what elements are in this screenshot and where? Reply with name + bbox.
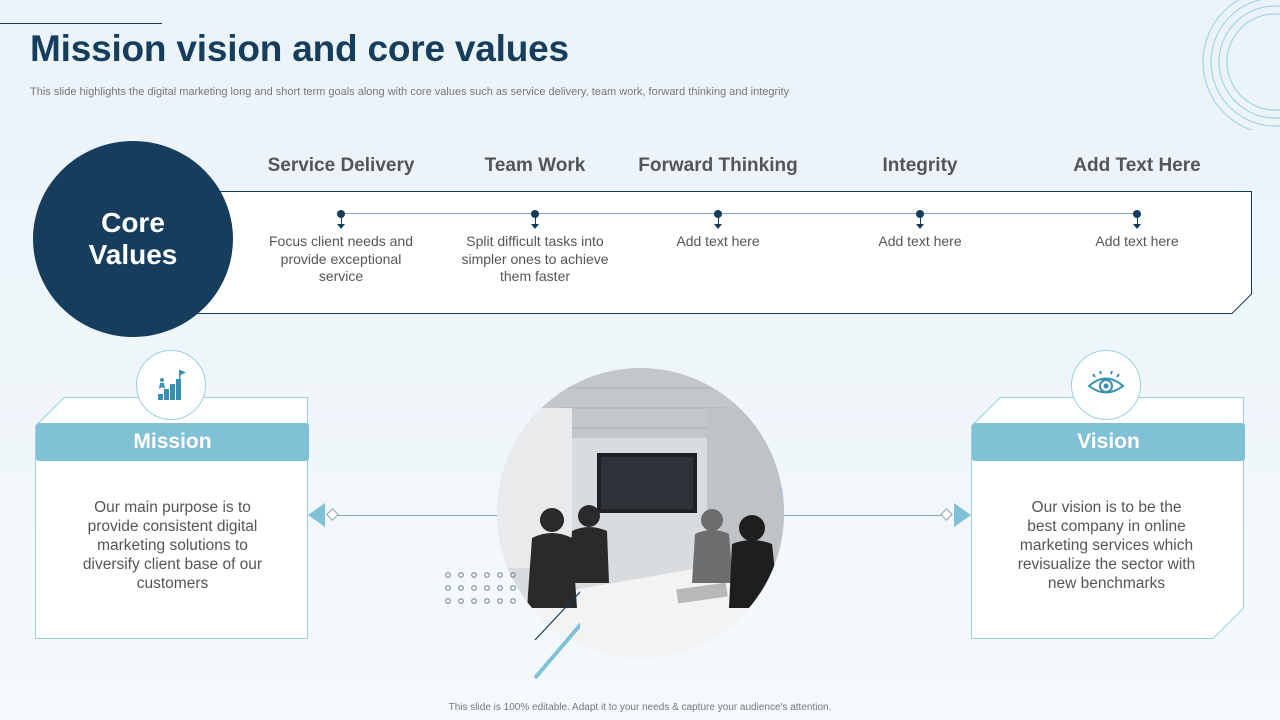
mission-pointer-triangle bbox=[308, 503, 325, 527]
vision-title: Vision bbox=[1077, 430, 1140, 453]
core-value-item: Forward Thinking Add text here bbox=[618, 155, 818, 251]
vision-connector-diamond bbox=[940, 508, 953, 521]
core-value-heading: Integrity bbox=[882, 155, 958, 176]
vision-icon-circle bbox=[1071, 350, 1141, 420]
page-subtitle: This slide highlights the digital market… bbox=[30, 86, 790, 98]
core-value-text: Add text here bbox=[676, 233, 760, 249]
core-value-text: Focus client needs and provide exception… bbox=[269, 233, 413, 284]
timeline-marker bbox=[820, 210, 1020, 240]
vision-pointer-triangle bbox=[954, 503, 971, 527]
mission-title: Mission bbox=[133, 430, 212, 453]
vision-banner: Vision bbox=[972, 423, 1245, 461]
timeline-marker bbox=[1037, 210, 1237, 240]
core-values-label: Core Values bbox=[88, 207, 178, 270]
core-values-circle: Core Values bbox=[33, 141, 233, 337]
mission-text: Our main purpose is to provide consisten… bbox=[82, 499, 263, 592]
timeline-marker bbox=[435, 210, 635, 240]
core-value-text: Add text here bbox=[1095, 233, 1179, 249]
page-title: Mission vision and core values bbox=[30, 28, 569, 69]
decorative-dots-and-lines bbox=[445, 572, 580, 680]
core-value-item: Service Delivery Focus client needs and … bbox=[241, 155, 441, 286]
core-value-heading: Forward Thinking bbox=[638, 155, 798, 176]
mission-icon-circle bbox=[136, 350, 206, 420]
mission-banner: Mission bbox=[36, 423, 309, 461]
timeline-marker bbox=[618, 210, 818, 240]
core-value-item: Team Work Split difficult tasks into sim… bbox=[435, 155, 635, 286]
mission-connector-diamond bbox=[326, 508, 339, 521]
vision-connector-line bbox=[780, 515, 950, 516]
core-value-heading: Add Text Here bbox=[1073, 155, 1201, 176]
eye-icon bbox=[1087, 371, 1125, 394]
growth-stairs-flag-icon bbox=[158, 370, 186, 400]
decorative-rings-icon bbox=[1202, 0, 1280, 130]
core-value-item: Add Text Here Add text here bbox=[1037, 155, 1237, 251]
top-accent-line bbox=[0, 23, 162, 24]
core-value-item: Integrity Add text here bbox=[820, 155, 1020, 251]
mission-connector-line bbox=[330, 515, 500, 516]
core-value-text: Add text here bbox=[878, 233, 962, 249]
timeline-marker bbox=[241, 210, 441, 240]
core-value-heading: Service Delivery bbox=[267, 155, 415, 176]
footer-note: This slide is 100% editable. Adapt it to… bbox=[448, 702, 832, 713]
core-value-heading: Team Work bbox=[484, 155, 586, 176]
timeline-line bbox=[341, 213, 1138, 214]
core-value-text: Split difficult tasks into simpler ones … bbox=[461, 233, 609, 284]
vision-text: Our vision is to be the best company in … bbox=[1017, 499, 1196, 592]
